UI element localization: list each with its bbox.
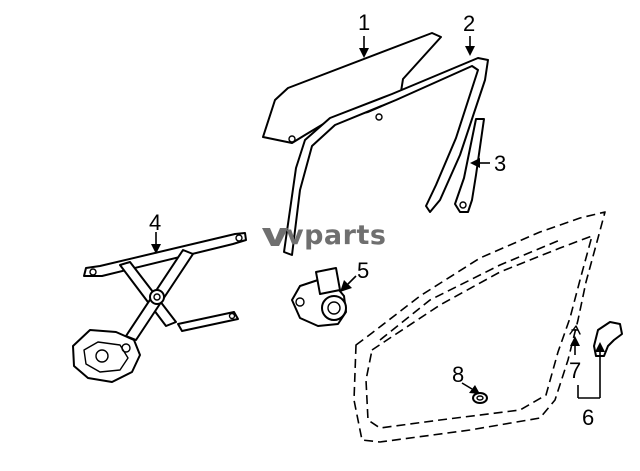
callout-3: 3 (494, 151, 506, 176)
vparts-logo-icon (262, 228, 288, 246)
door-glass-part[interactable] (262, 32, 442, 144)
callout-1: 1 (358, 10, 370, 35)
regulator-motor-part[interactable] (291, 267, 347, 327)
glass-run-channel-part[interactable] (283, 57, 489, 256)
callout-5: 5 (357, 258, 369, 283)
rear-channel-part[interactable] (454, 118, 485, 213)
callout-6: 6 (582, 405, 594, 430)
leader-lines (151, 36, 605, 399)
watermark-text: vparts (286, 220, 386, 251)
callout-4: 4 (149, 210, 161, 235)
callout-8: 8 (452, 362, 464, 387)
vparts-watermark: vparts (262, 220, 386, 251)
grommet-part[interactable] (472, 392, 488, 404)
callout-7: 7 (569, 358, 581, 383)
clip-part[interactable] (569, 325, 581, 335)
window-regulator-part[interactable] (72, 232, 247, 383)
callout-2: 2 (463, 11, 475, 36)
door-outline (353, 211, 606, 443)
